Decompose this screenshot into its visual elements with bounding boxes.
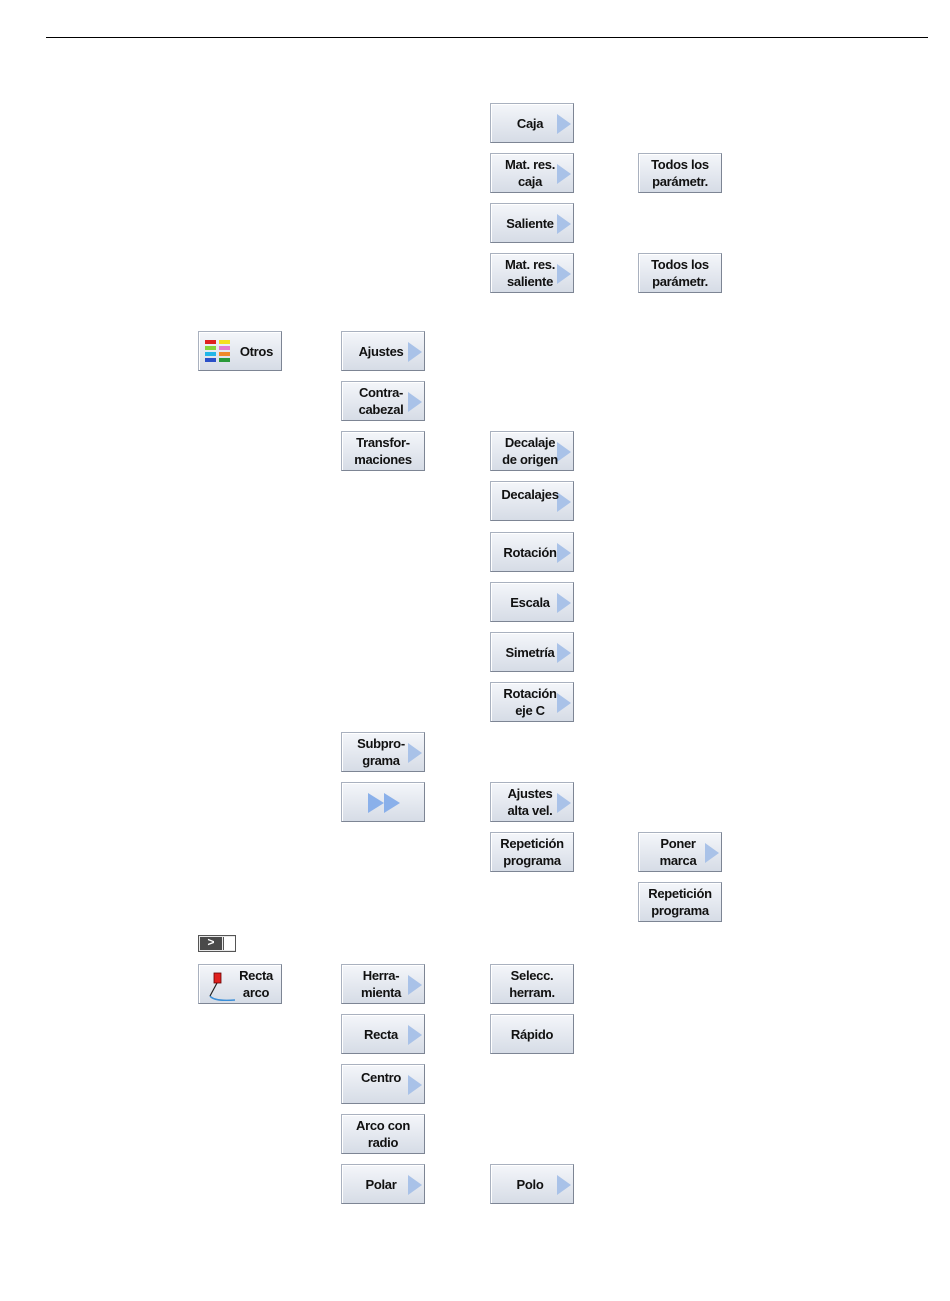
color-grid-icon xyxy=(205,340,231,364)
command-prompt-icon: > xyxy=(198,935,236,952)
subprograma-softkey[interactable]: Subpro- grama xyxy=(341,732,425,772)
submenu-arrow-icon xyxy=(557,492,571,512)
repeticion-programa-softkey[interactable]: Repetición programa xyxy=(490,832,574,872)
escala-softkey[interactable]: Escala xyxy=(490,582,574,622)
todos-parametros-label: Todos los parámetr. xyxy=(651,157,709,189)
submenu-arrow-icon xyxy=(408,743,422,763)
submenu-arrow-icon xyxy=(408,1025,422,1045)
recta-arco-softkey[interactable]: Recta arco xyxy=(198,964,282,1004)
selecc-herram-label: Selecc. herram. xyxy=(509,968,555,1000)
selecc-herram-softkey[interactable]: Selecc. herram. xyxy=(490,964,574,1004)
decalaje-origen-softkey[interactable]: Decalaje de origen xyxy=(490,431,574,471)
more-softkey[interactable] xyxy=(341,782,425,822)
simetria-label: Simetría xyxy=(505,644,555,660)
submenu-arrow-icon xyxy=(557,643,571,663)
contracabezal-label: Contra- cabezal xyxy=(358,385,404,417)
polar-softkey[interactable]: Polar xyxy=(341,1164,425,1204)
rotacion-eje-c-softkey[interactable]: Rotación eje C xyxy=(490,682,574,722)
transformaciones-softkey[interactable]: Transfor- maciones xyxy=(341,431,425,471)
rapido-label: Rápido xyxy=(510,1026,554,1042)
saliente-softkey[interactable]: Saliente xyxy=(490,203,574,243)
repeticion-programa-softkey[interactable]: Repetición programa xyxy=(638,882,722,922)
submenu-arrow-icon xyxy=(408,342,422,362)
rotacion-label: Rotación xyxy=(503,544,557,560)
polar-label: Polar xyxy=(365,1176,397,1192)
recta-label: Recta xyxy=(364,1026,398,1042)
repeticion-programa-label: Repetición programa xyxy=(648,886,712,918)
mat-res-caja-softkey[interactable]: Mat. res. caja xyxy=(490,153,574,193)
polo-label: Polo xyxy=(516,1176,544,1192)
submenu-arrow-icon xyxy=(557,214,571,234)
submenu-arrow-icon xyxy=(557,114,571,134)
mat-res-caja-label: Mat. res. caja xyxy=(504,157,556,189)
decalajes-softkey[interactable]: Decalajes xyxy=(490,481,574,521)
recta-arco-label: Recta arco xyxy=(239,968,273,1000)
herramienta-softkey[interactable]: Herra- mienta xyxy=(341,964,425,1004)
decalajes-label: Decalajes xyxy=(501,487,559,502)
todos-parametros-label: Todos los parámetr. xyxy=(651,257,709,289)
prompt-field xyxy=(223,937,235,950)
subprograma-label: Subpro- grama xyxy=(357,736,405,768)
saliente-label: Saliente xyxy=(506,215,554,231)
escala-label: Escala xyxy=(510,594,550,610)
ajustes-label: Ajustes xyxy=(358,343,404,359)
ajustes-alta-vel-label: Ajustes alta vel. xyxy=(507,786,553,818)
recta-softkey[interactable]: Recta xyxy=(341,1014,425,1054)
caja-label: Caja xyxy=(516,115,544,131)
submenu-arrow-icon xyxy=(408,1175,422,1195)
submenu-arrow-icon xyxy=(408,975,422,995)
arco-con-radio-label: Arco con radio xyxy=(356,1118,410,1150)
submenu-arrow-icon xyxy=(557,593,571,613)
submenu-arrow-icon xyxy=(557,1175,571,1195)
submenu-arrow-icon xyxy=(557,543,571,563)
otros-label: Otros xyxy=(239,343,273,359)
submenu-arrow-icon xyxy=(557,442,571,462)
centro-label: Centro xyxy=(360,1070,402,1085)
simetria-softkey[interactable]: Simetría xyxy=(490,632,574,672)
ajustes-softkey[interactable]: Ajustes xyxy=(341,331,425,371)
submenu-arrow-icon xyxy=(557,693,571,713)
prompt-symbol: > xyxy=(200,937,222,950)
contracabezal-softkey[interactable]: Contra- cabezal xyxy=(341,381,425,421)
ajustes-alta-vel-softkey[interactable]: Ajustes alta vel. xyxy=(490,782,574,822)
otros-softkey[interactable]: Otros xyxy=(198,331,282,371)
fast-forward-icon xyxy=(384,793,400,813)
mat-res-saliente-label: Mat. res. saliente xyxy=(504,257,556,289)
mat-res-saliente-softkey[interactable]: Mat. res. saliente xyxy=(490,253,574,293)
repeticion-programa-label: Repetición programa xyxy=(500,836,564,868)
herramienta-label: Herra- mienta xyxy=(360,968,402,1000)
submenu-arrow-icon xyxy=(557,164,571,184)
submenu-arrow-icon xyxy=(408,1075,422,1095)
top-rule xyxy=(46,37,928,38)
submenu-arrow-icon xyxy=(557,793,571,813)
poner-marca-softkey[interactable]: Poner marca xyxy=(638,832,722,872)
rotacion-softkey[interactable]: Rotación xyxy=(490,532,574,572)
submenu-arrow-icon xyxy=(705,843,719,863)
polo-softkey[interactable]: Polo xyxy=(490,1164,574,1204)
todos-parametros-softkey[interactable]: Todos los parámetr. xyxy=(638,153,722,193)
centro-softkey[interactable]: Centro xyxy=(341,1064,425,1104)
contour-line-icon xyxy=(209,972,236,1001)
rapido-softkey[interactable]: Rápido xyxy=(490,1014,574,1054)
poner-marca-label: Poner marca xyxy=(659,836,697,868)
submenu-arrow-icon xyxy=(408,392,422,412)
submenu-arrow-icon xyxy=(557,264,571,284)
decalaje-origen-label: Decalaje de origen xyxy=(502,435,558,467)
rotacion-eje-c-label: Rotación eje C xyxy=(503,686,557,718)
arco-con-radio-softkey[interactable]: Arco con radio xyxy=(341,1114,425,1154)
transformaciones-label: Transfor- maciones xyxy=(354,435,412,467)
caja-softkey[interactable]: Caja xyxy=(490,103,574,143)
fast-forward-icon xyxy=(368,793,384,813)
todos-parametros-softkey[interactable]: Todos los parámetr. xyxy=(638,253,722,293)
